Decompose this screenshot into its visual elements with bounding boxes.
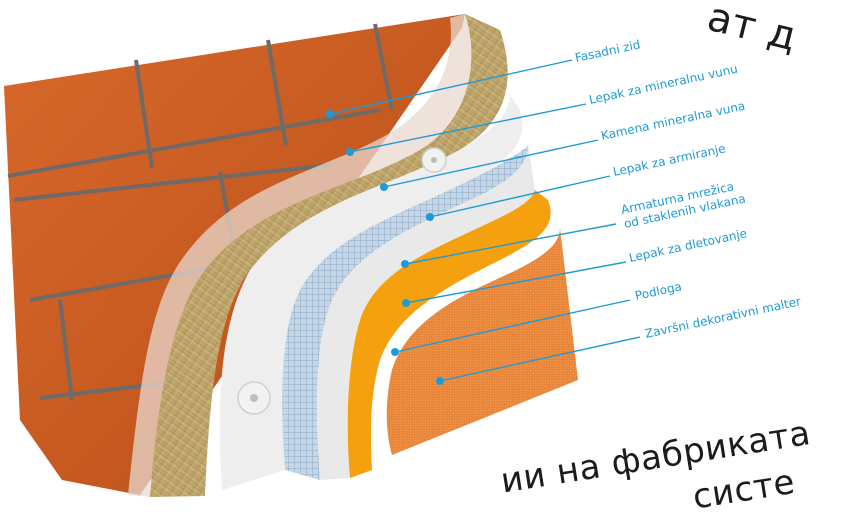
label-lepak-armiranje: Lepak za armiranje (612, 141, 727, 179)
anchor-dowel-icon (422, 148, 446, 172)
layer-labels: Fasadni zid Lepak za mineralnu vunu Kame… (574, 37, 803, 340)
label-lepak-mineralna: Lepak za mineralnu vunu (588, 62, 739, 107)
label-kamena-vuna: Kamena mineralna vuna (600, 99, 747, 143)
label-podloga: Podloga (634, 279, 683, 303)
label-lepak-dletovanje: Lepak za dletovanje (628, 226, 749, 265)
label-zavrsni-malter: Završni dekorativni malter (644, 294, 803, 341)
anchor-dowel-icon (238, 382, 270, 414)
label-fasadni-zid: Fasadni zid (574, 37, 642, 64)
